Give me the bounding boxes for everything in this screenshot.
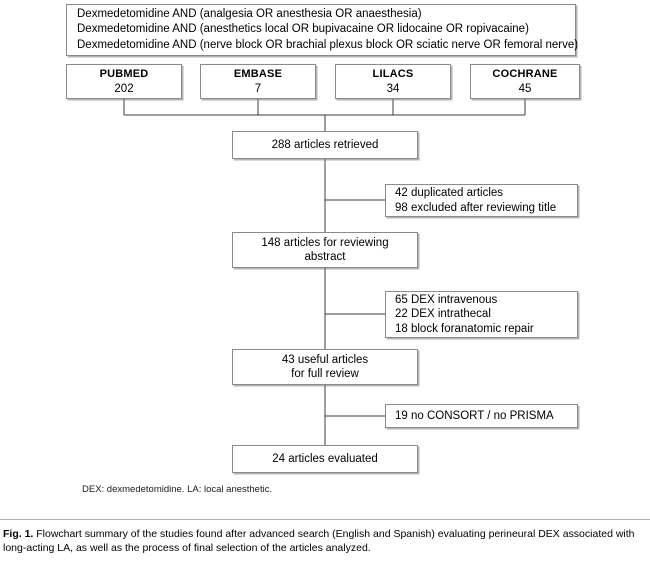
stage-useful-line-1: 43 useful articles [281,353,369,366]
stage-evaluated-line-1: 24 articles evaluated [272,452,378,465]
database-count-embase: 7 [254,82,262,95]
database-name-pubmed: PUBMED [99,68,149,80]
database-name-cochrane: COCHRANE [492,68,558,80]
exclusion-second-line-3: 18 block foranatomic repair [395,322,534,335]
figure-footnote: DEX: dexmedetomidine. LA: local anesthet… [82,484,273,495]
stage-box-evaluated: 24 articles evaluated [232,445,418,473]
database-box-cochrane: COCHRANE 45 [470,64,580,99]
database-count-lilacs: 34 [386,82,400,95]
database-count-cochrane: 45 [518,82,532,95]
exclusion-box-second: 65 DEX intravenous 22 DEX intrathecal 18… [385,291,578,338]
exclusion-box-first: 42 duplicated articles 98 excluded after… [385,184,578,217]
figure-caption-label: Fig. 1. [3,528,34,540]
search-query-box: Dexmedetomidine AND (analgesia OR anesth… [66,4,579,56]
database-count-pubmed: 202 [114,82,134,95]
database-name-embase: EMBASE [233,68,283,80]
stage-box-useful: 43 useful articles for full review [232,349,418,385]
exclusion-first-line-2: 98 excluded after reviewing title [395,201,557,214]
exclusion-second-line-1: 65 DEX intravenous [395,293,498,306]
stage-abstract-line-1: 148 articles for reviewing [261,236,389,249]
database-box-lilacs: LILACS 34 [335,64,451,99]
stage-retrieved-line-1: 288 articles retrieved [271,138,379,151]
database-box-pubmed: PUBMED 202 [66,64,182,99]
stage-box-abstract: 148 articles for reviewing abstract [232,232,418,268]
exclusion-box-third: 19 no CONSORT / no PRISMA [385,404,578,428]
stage-abstract-line-2: abstract [304,251,346,263]
search-query-line-2: Dexmedetomidine AND (anesthetics local O… [77,23,529,36]
figure-caption: Fig. 1. Flowchart summary of the studies… [3,527,647,555]
exclusion-second-line-2: 22 DEX intrathecal [395,308,491,321]
exclusion-third-line-1: 19 no CONSORT / no PRISMA [395,409,554,422]
database-box-embase: EMBASE 7 [200,64,316,99]
exclusion-first-line-1: 42 duplicated articles [395,187,504,199]
stage-box-retrieved: 288 articles retrieved [232,131,418,159]
search-query-line-1: Dexmedetomidine AND (analgesia OR anesth… [77,7,422,20]
caption-divider [0,519,650,520]
database-name-lilacs: LILACS [372,68,414,80]
figure-caption-text: Flowchart summary of the studies found a… [3,528,635,554]
search-query-line-3: Dexmedetomidine AND (nerve block OR brac… [77,38,579,51]
stage-useful-line-2: for full review [291,368,359,380]
